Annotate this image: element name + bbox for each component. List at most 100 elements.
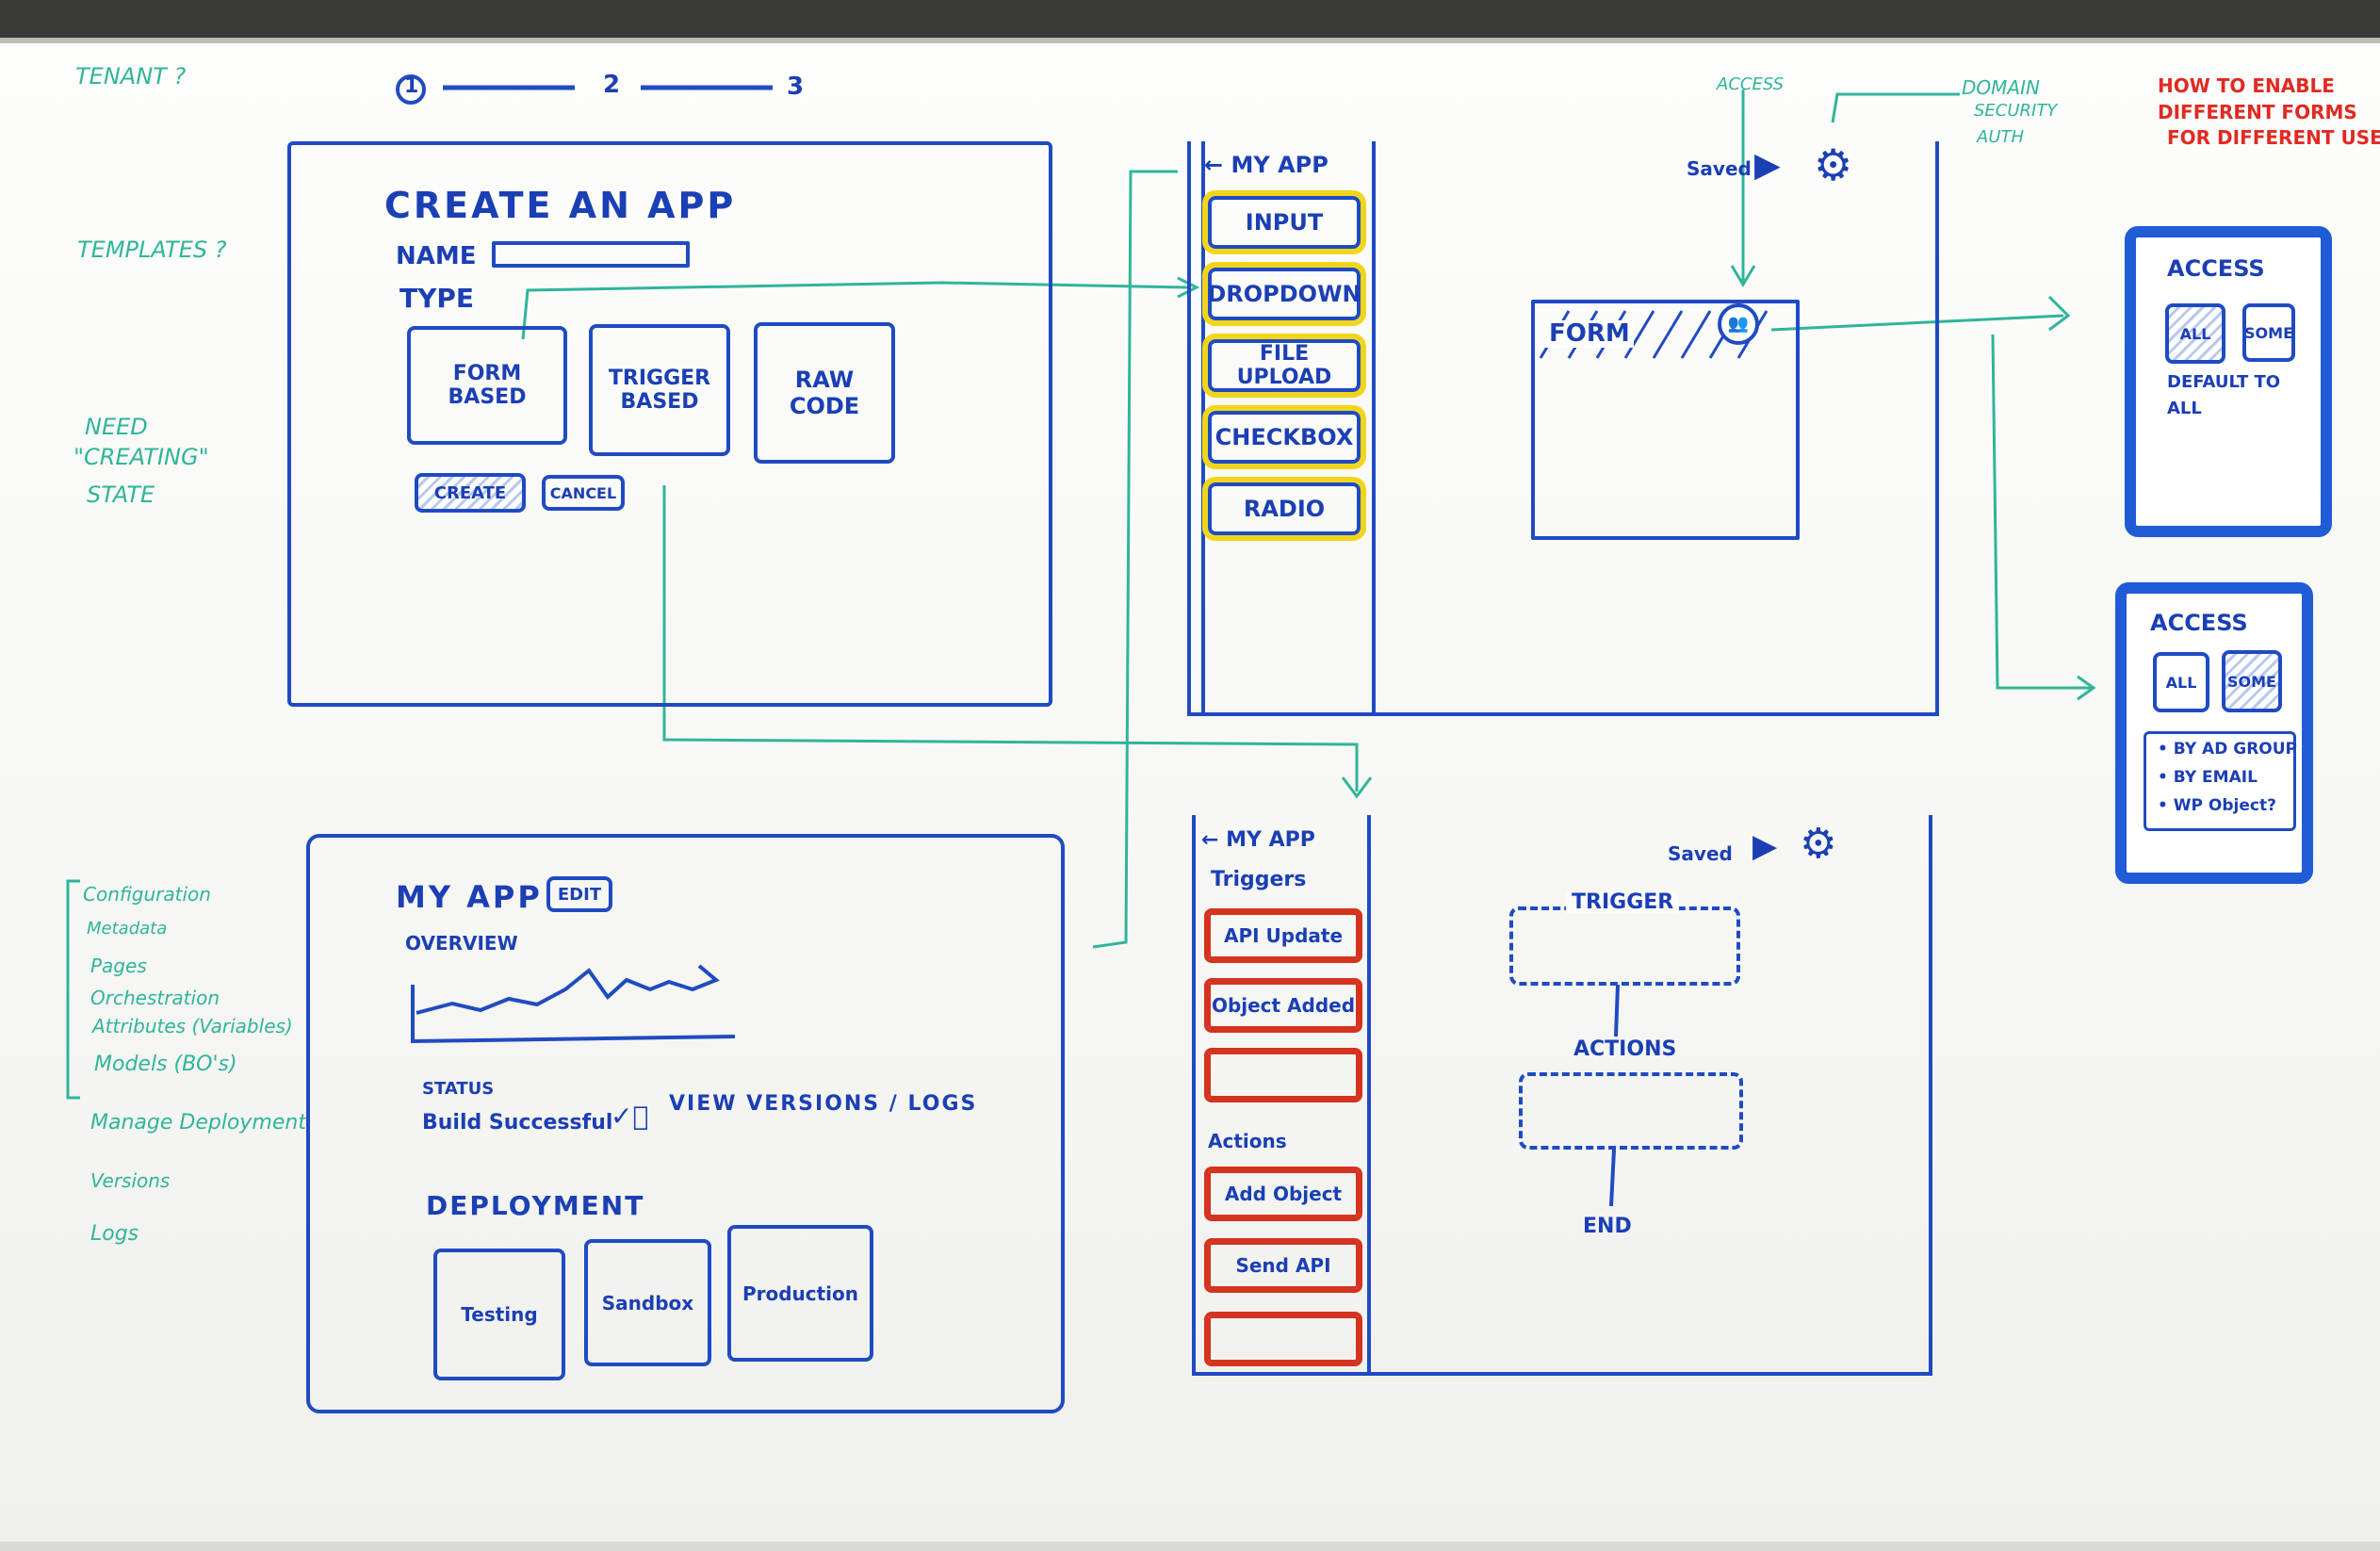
note-domain: DOMAIN	[1962, 76, 2040, 99]
form-builder-back[interactable]: ← MY APP	[1204, 152, 1329, 178]
step-1-circle	[396, 74, 426, 105]
status-label: STATUS	[422, 1079, 495, 1099]
arrow-to-access-2	[1991, 334, 2092, 690]
note-manage-deployment: Manage Deployment	[90, 1111, 306, 1135]
component-dropdown[interactable]: DROPDOWN	[1202, 262, 1366, 326]
deployment-label: DEPLOYMENT	[426, 1190, 645, 1221]
step-1: 1	[404, 74, 419, 98]
env-testing[interactable]: Testing	[433, 1249, 565, 1380]
form-builder-frame	[1187, 141, 1939, 716]
access-panel-2-some[interactable]: SOME	[2222, 650, 2282, 712]
note-need: NEED	[85, 414, 148, 440]
component-input[interactable]: INPUT	[1202, 190, 1366, 254]
cancel-button[interactable]: CANCEL	[542, 475, 625, 511]
flow-trigger-slot[interactable]	[1509, 906, 1740, 986]
type-raw-code[interactable]: RAW CODE	[754, 322, 895, 464]
create-app-title: CREATE AN APP	[384, 185, 737, 226]
edit-button[interactable]: EDIT	[546, 876, 612, 912]
trigger-builder-back[interactable]: ← MY APP	[1201, 828, 1315, 852]
trigger-play-icon[interactable]: ▶	[1752, 827, 1778, 865]
env-production[interactable]: Production	[727, 1225, 873, 1362]
trigger-builder-sidebar	[1192, 815, 1371, 1376]
access-panel-1-some[interactable]: SOME	[2242, 303, 2295, 362]
note-security: SECURITY	[1974, 101, 2058, 121]
name-input[interactable]	[492, 241, 690, 268]
note-tenant: TENANT ?	[75, 63, 187, 90]
arrow-trigger-to-builder	[662, 485, 1359, 792]
step-2: 2	[603, 71, 621, 99]
access-panel-2-options-box	[2144, 731, 2296, 831]
overview-chart-line	[416, 964, 720, 1015]
note-configuration: Configuration	[83, 883, 211, 906]
flow-trigger-label: TRIGGER	[1566, 890, 1680, 915]
gear-icon[interactable]: ⚙	[1814, 139, 1853, 190]
access-users-icon[interactable]: 👥	[1718, 303, 1759, 345]
name-label: NAME	[396, 242, 477, 270]
type-trigger-based[interactable]: TRIGGER BASED	[589, 324, 730, 456]
play-icon[interactable]: ▶	[1754, 146, 1781, 185]
form-canvas[interactable]	[1531, 300, 1800, 540]
arrow-to-access-1	[1770, 314, 2064, 332]
type-form-based[interactable]: FORM BASED	[407, 326, 567, 445]
note-red-3: FOR DIFFERENT USERS	[2167, 126, 2380, 149]
trigger-object-added[interactable]: Object Added	[1204, 978, 1362, 1033]
action-add-object[interactable]: Add Object	[1204, 1167, 1362, 1221]
action-empty-slot[interactable]	[1204, 1312, 1362, 1366]
access-panel-2-all[interactable]: ALL	[2153, 652, 2209, 712]
env-sandbox[interactable]: Sandbox	[584, 1239, 711, 1366]
access-bullet-3[interactable]: • WP Object?	[2158, 796, 2276, 815]
access-panel-1-all[interactable]: ALL	[2165, 303, 2225, 364]
access-panel-1-note-2: ALL	[2167, 399, 2202, 418]
component-checkbox[interactable]: CHECKBOX	[1202, 405, 1366, 469]
arrow-domain	[1831, 92, 1960, 123]
note-creating: "CREATING"	[73, 444, 209, 470]
access-bullet-2[interactable]: • BY EMAIL	[2158, 768, 2258, 787]
trigger-gear-icon[interactable]: ⚙	[1800, 820, 1837, 868]
note-pages: Pages	[90, 955, 147, 977]
actions-label: Actions	[1208, 1130, 1287, 1152]
notes-bracket	[66, 879, 80, 1100]
component-file-upload[interactable]: FILE UPLOAD	[1202, 334, 1366, 398]
arrow-builder-to-overview	[1092, 170, 1178, 949]
access-panel-1-title: ACCESS	[2167, 255, 2265, 282]
access-panel-1-note: DEFAULT TO	[2167, 372, 2281, 392]
note-orchestration: Orchestration	[90, 987, 220, 1009]
trigger-builder-saved: Saved	[1668, 842, 1733, 865]
trigger-empty-slot[interactable]	[1204, 1048, 1362, 1102]
view-versions-link[interactable]: VIEW VERSIONS / LOGS	[669, 1092, 978, 1116]
component-radio[interactable]: RADIO	[1202, 477, 1366, 541]
note-templates: TEMPLATES ?	[77, 237, 227, 263]
note-auth: AUTH	[1977, 127, 2025, 147]
note-versions: Versions	[90, 1169, 171, 1192]
note-metadata: Metadata	[87, 919, 168, 939]
access-panel-2-title: ACCESS	[2150, 610, 2248, 636]
trigger-api-update[interactable]: API Update	[1204, 908, 1362, 963]
flow-connector-1	[1614, 984, 1620, 1037]
arrow-form-to-builder	[521, 281, 1188, 340]
status-value: Build Successful	[422, 1111, 613, 1135]
flow-end-label: END	[1583, 1215, 1632, 1238]
form-builder-saved: Saved	[1687, 157, 1752, 180]
note-red-2: DIFFERENT FORMS	[2158, 101, 2357, 123]
create-button[interactable]: CREATE	[415, 473, 526, 513]
note-access: ACCESS	[1717, 74, 1785, 94]
note-logs: Logs	[90, 1222, 139, 1246]
form-builder-sidebar	[1201, 141, 1376, 716]
board-top-edge	[0, 0, 2380, 38]
access-panel-1	[2125, 226, 2332, 537]
overview-label: OVERVIEW	[405, 932, 518, 955]
note-red-1: HOW TO ENABLE	[2158, 74, 2335, 97]
action-send-api[interactable]: Send API	[1204, 1238, 1362, 1293]
app-overview-title: MY APP	[396, 879, 543, 915]
flow-connector-2	[1609, 1149, 1616, 1207]
note-state: STATE	[87, 482, 155, 508]
note-attributes: Attributes (Variables)	[92, 1015, 293, 1037]
form-label: FORM	[1545, 320, 1634, 348]
flow-actions-slot[interactable]	[1519, 1072, 1743, 1150]
access-bullet-1[interactable]: • BY AD GROUP	[2158, 740, 2297, 759]
triggers-label: Triggers	[1211, 868, 1307, 891]
flow-actions-label: ACTIONS	[1573, 1037, 1677, 1061]
trigger-builder-frame	[1192, 815, 1932, 1376]
step-3: 3	[787, 73, 805, 101]
